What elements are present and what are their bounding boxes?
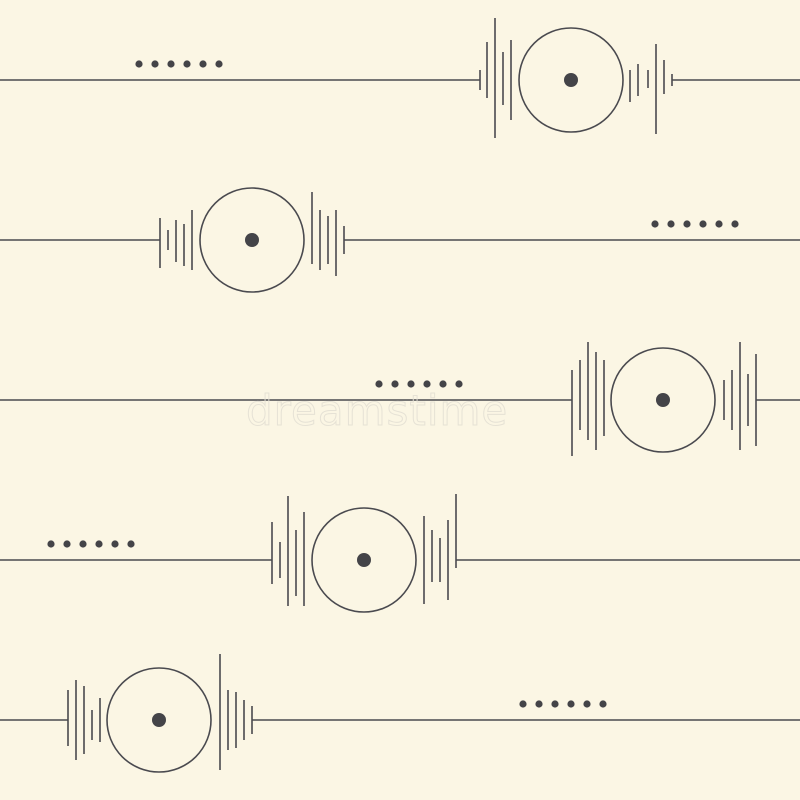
dot-marker — [127, 540, 135, 548]
dot-marker — [167, 60, 175, 68]
ring-circle — [610, 347, 716, 453]
center-dot — [357, 553, 371, 567]
dot-marker — [47, 540, 55, 548]
dot-marker — [423, 380, 431, 388]
dot-marker — [183, 60, 191, 68]
dot-marker — [667, 220, 675, 228]
dot-marker — [151, 60, 159, 68]
dot-marker — [111, 540, 119, 548]
center-dot — [656, 393, 670, 407]
dot-marker — [79, 540, 87, 548]
dot-marker — [715, 220, 723, 228]
dot-marker — [391, 380, 399, 388]
dot-marker — [199, 60, 207, 68]
center-dot — [245, 233, 259, 247]
dot-marker — [375, 380, 383, 388]
dot-marker — [731, 220, 739, 228]
dot-marker — [407, 380, 415, 388]
dot-marker — [95, 540, 103, 548]
dot-marker — [439, 380, 447, 388]
dot-marker — [519, 700, 527, 708]
dot-marker — [699, 220, 707, 228]
dot-marker — [63, 540, 71, 548]
dot-marker — [135, 60, 143, 68]
dot-marker — [651, 220, 659, 228]
dot-marker — [535, 700, 543, 708]
dot-marker — [683, 220, 691, 228]
ring-circle — [106, 667, 212, 773]
ring-circle — [518, 27, 624, 133]
dot-marker — [567, 700, 575, 708]
dot-marker — [455, 380, 463, 388]
dot-marker — [551, 700, 559, 708]
center-dot — [152, 713, 166, 727]
dot-marker — [583, 700, 591, 708]
dot-marker — [215, 60, 223, 68]
dot-marker — [599, 700, 607, 708]
ring-circle — [199, 187, 305, 293]
ring-circle — [311, 507, 417, 613]
center-dot — [564, 73, 578, 87]
